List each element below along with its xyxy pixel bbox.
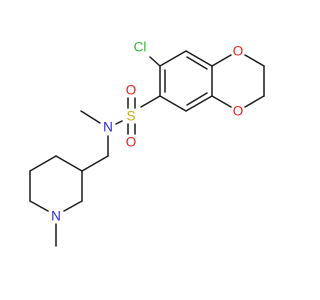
atom-label-o-ring-top: O bbox=[233, 44, 244, 59]
bond-c5-s bbox=[140, 95, 161, 108]
molecule-structure: Cl O O S O O N N bbox=[29, 40, 265, 247]
bond-c2-o-top bbox=[211, 54, 232, 67]
atom-label-n-piperidine: N bbox=[51, 209, 61, 224]
atom-label-cl: Cl bbox=[134, 40, 147, 55]
bond-c6-n bbox=[29, 200, 49, 212]
atom-label-o-ring-bottom: O bbox=[233, 104, 244, 119]
bond-ch2-o-bottom bbox=[244, 95, 265, 108]
atom-label-s: S bbox=[126, 109, 135, 124]
dioxane-ring bbox=[211, 54, 265, 108]
bond-c4-c5 bbox=[29, 155, 57, 172]
bond-s-n bbox=[115, 120, 123, 125]
bond-o-top-ch2 bbox=[244, 54, 265, 67]
bond-c6-c1 bbox=[159, 50, 187, 67]
aromatic-inner-bond-2 bbox=[186, 92, 208, 106]
bond-n-c2 bbox=[63, 200, 83, 212]
bond-c6-cl bbox=[149, 56, 161, 67]
bond-n-methyl bbox=[80, 110, 101, 124]
atom-label-n-sulfonamide: N bbox=[103, 120, 113, 135]
bond-c3-c4 bbox=[185, 95, 213, 112]
bond-o-bottom-c3 bbox=[211, 95, 232, 108]
bond-c1-c2 bbox=[185, 50, 213, 67]
atom-label-o-sulfonyl-bottom: O bbox=[126, 135, 137, 150]
piperidine-ring bbox=[29, 155, 109, 247]
benzene-ring bbox=[159, 50, 213, 112]
bond-c4-c5 bbox=[159, 95, 187, 112]
sulfonamide-group bbox=[80, 95, 161, 157]
aromatic-inner-bond-1 bbox=[186, 56, 208, 70]
atom-label-o-sulfonyl-top: O bbox=[126, 83, 137, 98]
bond-c3-c4 bbox=[55, 155, 83, 172]
bond-ch2-c3 bbox=[81, 155, 109, 172]
